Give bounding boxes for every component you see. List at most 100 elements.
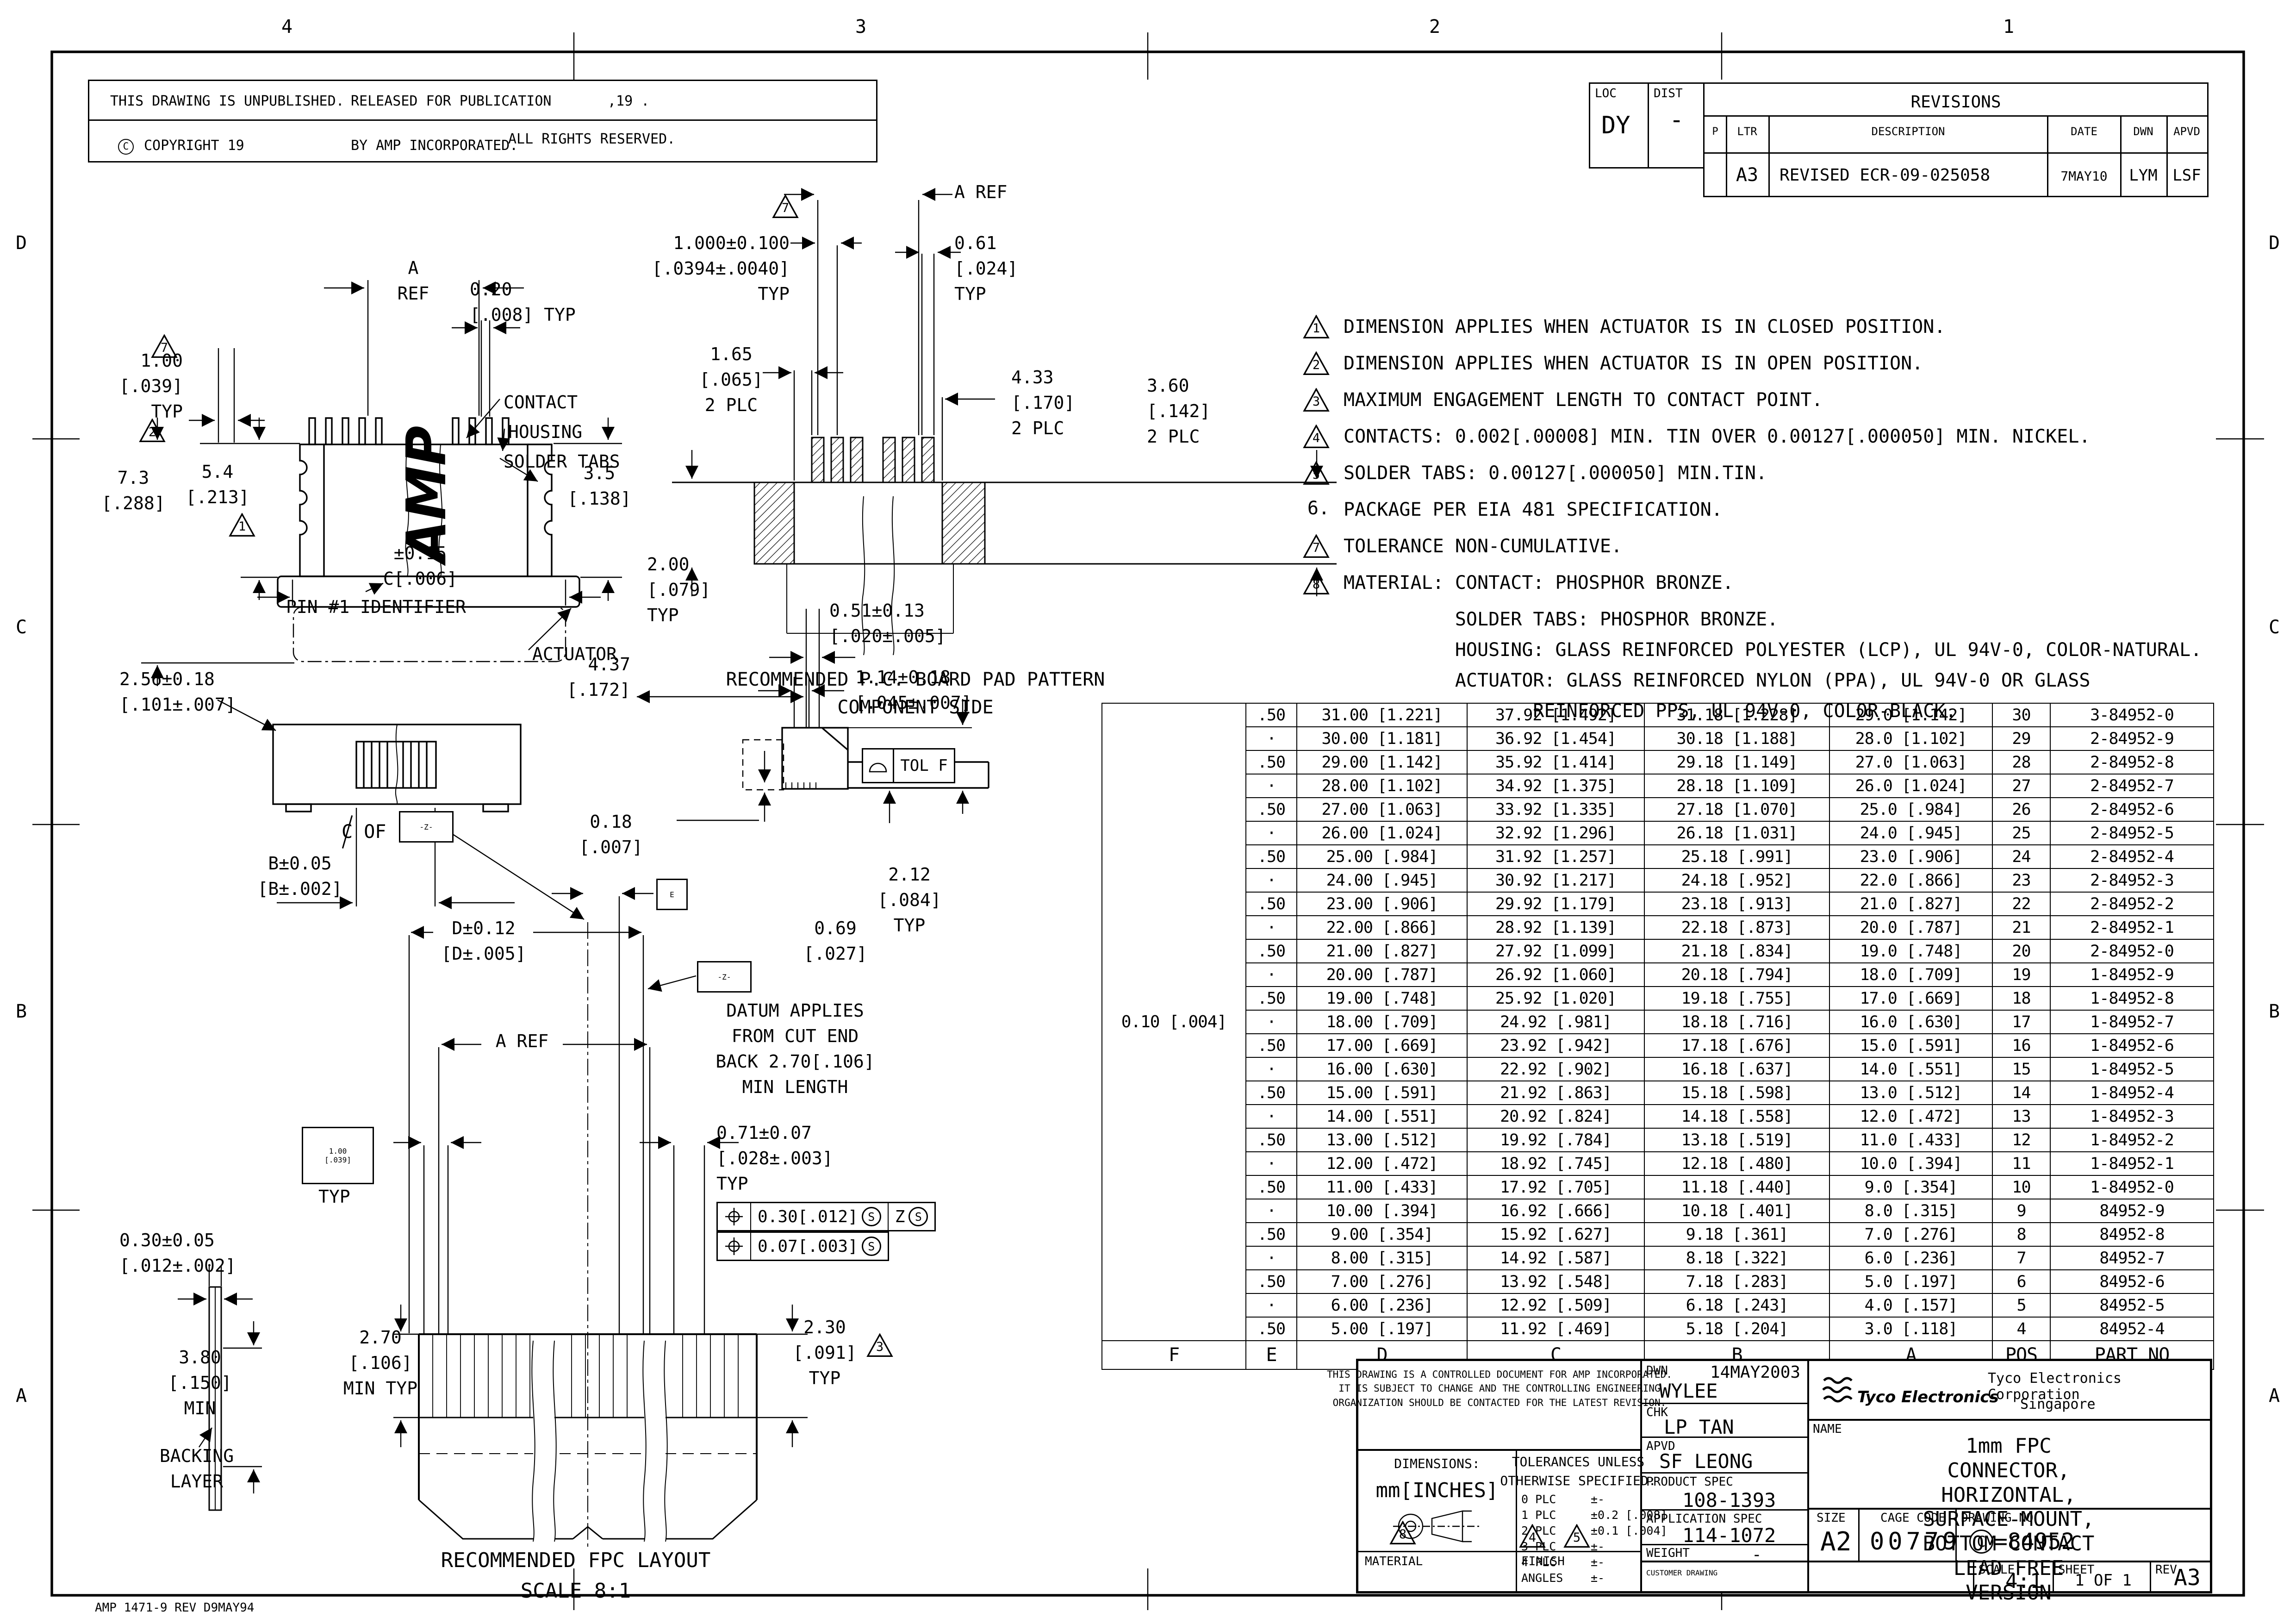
table-cell: 22.18 [.873] bbox=[1644, 915, 1830, 940]
label-housing: HOUSING bbox=[508, 422, 583, 442]
table-cell: 1-84952-5 bbox=[2050, 1057, 2214, 1081]
zone-col-label: 2 bbox=[1429, 16, 1441, 37]
controlled-doc-notice: THIS DRAWING IS A CONTROLLED DOCUMENT FO… bbox=[1327, 1369, 1672, 1408]
zone-col-label: 1 bbox=[2003, 16, 2015, 37]
dim-1000: 1.000±0.100 [.0394±.0040] TYP bbox=[652, 233, 790, 305]
dim-256: 2.56±0.18 [.101±.007] bbox=[119, 669, 236, 715]
tolerance-row: ANGLES±- bbox=[1521, 1571, 1605, 1585]
zone-row-label: B bbox=[2268, 1001, 2280, 1022]
dim-a-ref-fpc: A REF bbox=[495, 1031, 549, 1051]
table-cell: 8 bbox=[1992, 1222, 2051, 1247]
table-cell: 29 bbox=[1992, 726, 2051, 751]
metric-c-icon: C bbox=[1969, 1530, 1993, 1554]
table-cell: · bbox=[1245, 1246, 1297, 1270]
pad-view-outline bbox=[672, 437, 1337, 656]
table-cell: 22.0 [.866] bbox=[1829, 868, 1993, 893]
table-cell: 23.00 [.906] bbox=[1296, 892, 1468, 916]
note-text: DIMENSION APPLIES WHEN ACTUATOR IS IN CL… bbox=[1344, 316, 1946, 337]
table-cell: 2-84952-9 bbox=[2050, 726, 2214, 751]
dim-73: 7.3 [.288] bbox=[101, 468, 165, 514]
table-cell: 11.92 [.469] bbox=[1467, 1317, 1645, 1341]
projection-symbol-icon bbox=[1393, 1508, 1481, 1546]
table-cell: 26.00 [1.024] bbox=[1296, 821, 1468, 845]
position-icon bbox=[716, 1202, 751, 1231]
zone-row-label: C bbox=[2268, 617, 2280, 638]
chk-value: LP TAN bbox=[1664, 1416, 1734, 1438]
note-flag-triangle-icon: 8 bbox=[1303, 571, 1330, 595]
pad-view-dims bbox=[685, 188, 1323, 596]
dim-030: 0.30±0.05 [.012±.002] bbox=[119, 1230, 236, 1276]
tyco-logo-icon bbox=[1821, 1375, 1854, 1406]
table-cell: 8.0 [.315] bbox=[1829, 1199, 1993, 1223]
note-text: SOLDER TABS: 0.00127[.000050] MIN.TIN. bbox=[1344, 462, 1767, 484]
customer-drawing-label: CUSTOMER DRAWING bbox=[1646, 1568, 1718, 1577]
table-row: ·28.00 [1.102]34.92 [1.375]28.18 [1.109]… bbox=[1102, 774, 2214, 798]
table-cell: 26.0 [1.024] bbox=[1829, 774, 1993, 798]
table-cell: 1-84952-7 bbox=[2050, 1010, 2214, 1034]
table-cell: 20.92 [.824] bbox=[1467, 1104, 1645, 1129]
table-cell: 28.18 [1.109] bbox=[1644, 774, 1830, 798]
rights-text: ALL RIGHTS RESERVED. bbox=[508, 131, 676, 147]
table-cell: 16.92 [.666] bbox=[1467, 1199, 1645, 1223]
dist-value: - bbox=[1669, 106, 1684, 134]
note-text: PACKAGE PER EIA 481 SPECIFICATION. bbox=[1344, 499, 1723, 520]
table-cell: 24 bbox=[1992, 844, 2051, 869]
finish-label: FINISH bbox=[1521, 1555, 1565, 1568]
table-cell: 9 bbox=[1992, 1199, 2051, 1223]
table-cell: 12.00 [.472] bbox=[1296, 1151, 1468, 1176]
table-cell: 19.0 [.748] bbox=[1829, 939, 1993, 963]
table-cell: 2-84952-3 bbox=[2050, 868, 2214, 893]
material-label: MATERIAL bbox=[1365, 1555, 1423, 1568]
table-cell: 23 bbox=[1992, 868, 2051, 893]
table-cell: 9.00 [.354] bbox=[1296, 1222, 1468, 1247]
note-flag-triangle-icon: 4 bbox=[1303, 425, 1330, 449]
table-cell: 3-84952-0 bbox=[2050, 703, 2214, 727]
dim-437: 4.37 [.172] bbox=[566, 654, 630, 700]
table-cell: 22 bbox=[1992, 892, 2051, 916]
table-cell: 30.18 [1.188] bbox=[1644, 726, 1830, 751]
table-cell: 27.92 [1.099] bbox=[1467, 939, 1645, 963]
table-cell: 5.0 [.197] bbox=[1829, 1269, 1993, 1294]
table-cell: .50 bbox=[1245, 986, 1297, 1011]
note-text: CONTACTS: 0.002[.00008] MIN. TIN OVER 0.… bbox=[1344, 426, 2091, 447]
dim-061: 0.61 [.024] TYP bbox=[954, 233, 1018, 305]
dim-35: 3.5 [.138] bbox=[567, 463, 631, 509]
table-cell: 33.92 [1.335] bbox=[1467, 797, 1645, 822]
note-flag-triangle-icon: 5 bbox=[1303, 461, 1330, 485]
rev-col-desc: DESCRIPTION bbox=[1871, 125, 1945, 138]
table-cell: · bbox=[1245, 1057, 1297, 1081]
note-text: MAXIMUM ENGAGEMENT LENGTH TO CONTACT POI… bbox=[1344, 389, 1823, 411]
table-cell: .50 bbox=[1245, 1033, 1297, 1058]
table-cell: 7.00 [.276] bbox=[1296, 1269, 1468, 1294]
unpublished-text: THIS DRAWING IS UNPUBLISHED. bbox=[110, 93, 344, 109]
note-flag-triangle-icon: 2 bbox=[1303, 351, 1330, 375]
rev-description: REVISED ECR-09-025058 bbox=[1780, 166, 1991, 185]
flag-triangle-icon: 2 bbox=[139, 418, 166, 443]
copyright-text: COPYRIGHT 19 bbox=[144, 137, 244, 154]
table-cell: 27.18 [1.070] bbox=[1644, 797, 1830, 822]
table-row: ·22.00 [.866]28.92 [1.139]22.18 [.873]20… bbox=[1102, 915, 2214, 940]
table-cell: 4.0 [.157] bbox=[1829, 1293, 1993, 1318]
rev-col-ltr: LTR bbox=[1737, 125, 1757, 138]
circled-s-icon: S bbox=[861, 1237, 881, 1256]
front-view-dims bbox=[141, 280, 622, 686]
table-cell: 18 bbox=[1992, 986, 2051, 1011]
tolerance-row: 1 PLC±0.2 [.008] bbox=[1521, 1508, 1668, 1522]
table-cell: 20 bbox=[1992, 939, 2051, 963]
table-cell: 15.92 [.627] bbox=[1467, 1222, 1645, 1247]
table-cell: 1-84952-9 bbox=[2050, 962, 2214, 987]
dim-433: 4.33 [.170] 2 PLC bbox=[1011, 367, 1075, 439]
table-row: ·16.00 [.630]22.92 [.902]16.18 [.637]14.… bbox=[1102, 1057, 2214, 1081]
table-cell: 13.18 [.519] bbox=[1644, 1128, 1830, 1152]
table-cell: 21.18 [.834] bbox=[1644, 939, 1830, 963]
table-cell: 5.00 [.197] bbox=[1296, 1317, 1468, 1341]
zone-row-label: D bbox=[15, 232, 27, 254]
table-cell: 27.0 [1.063] bbox=[1829, 750, 1993, 775]
table-cell: 30 bbox=[1992, 703, 2051, 727]
